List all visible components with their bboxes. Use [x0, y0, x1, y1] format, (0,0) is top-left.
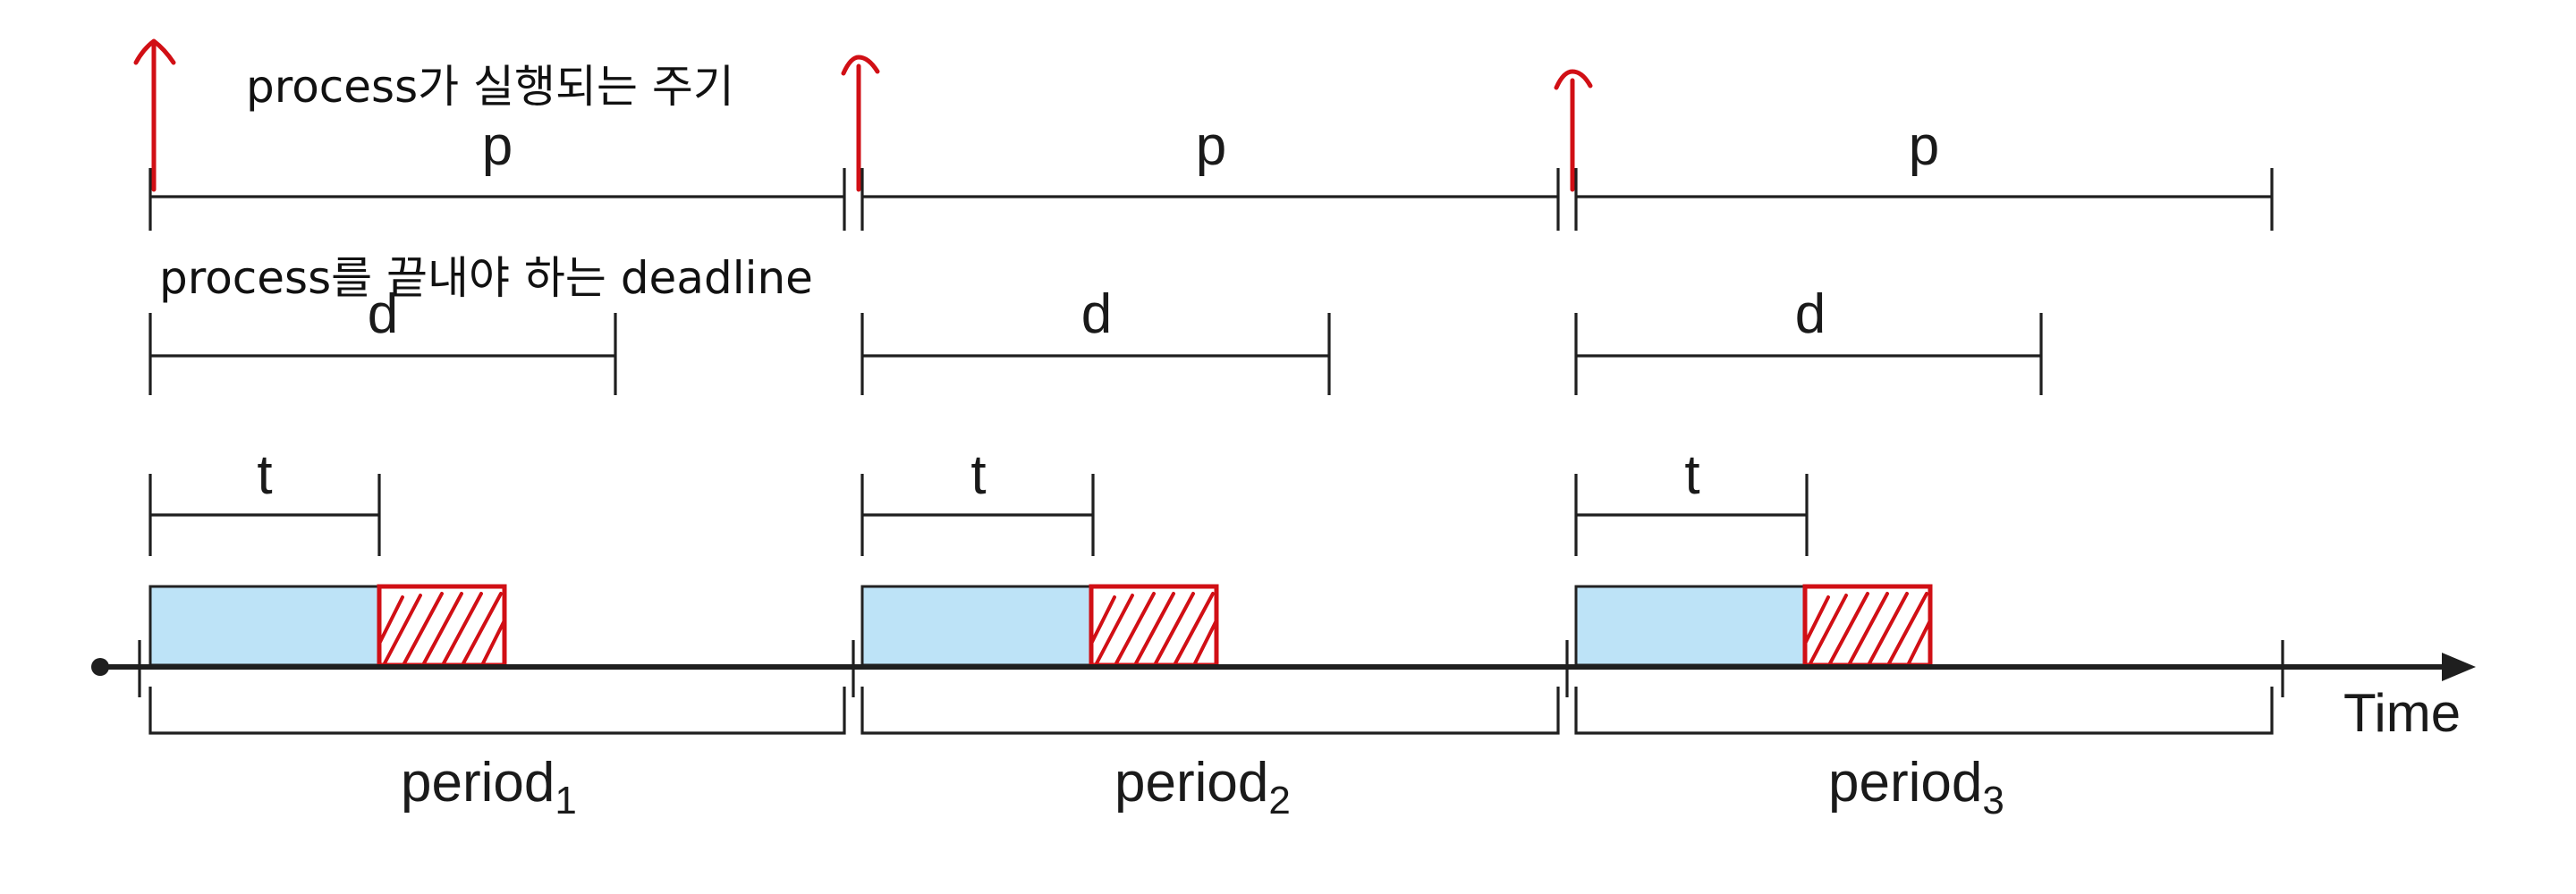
- deadline-annotation: process를 끝내야 하는 deadline: [159, 252, 813, 304]
- time-dimension-3: [1574, 474, 1809, 556]
- t-label-2: t: [970, 444, 986, 506]
- p-label-2: p: [1196, 115, 1226, 177]
- deadline-dimension-1: [148, 313, 617, 395]
- period-label-2: period2: [1114, 752, 1291, 822]
- t-label-3: t: [1684, 444, 1699, 506]
- arrival-arrow-1: [133, 38, 176, 192]
- axis-arrowhead: [2442, 653, 2476, 681]
- overrun-block-3: [1802, 584, 1933, 668]
- d-label-2: d: [1081, 283, 1112, 345]
- t-label-1: t: [257, 444, 272, 506]
- period-label-3-index: 3: [1982, 779, 2004, 822]
- time-axis: [91, 640, 2476, 697]
- overrun-block-1: [377, 584, 507, 668]
- time-dimension-1: [148, 474, 381, 556]
- arrival-arrow-3: [1554, 69, 1593, 192]
- execution-block-1: [148, 585, 381, 667]
- period-label-1: period1: [401, 752, 577, 822]
- period-label-3: period3: [1828, 752, 2004, 822]
- period-label-1-index: 1: [555, 779, 576, 822]
- period-label-2-base: period: [1114, 752, 1268, 814]
- period-dimension-1: [148, 168, 846, 231]
- p-label-1: p: [482, 115, 513, 177]
- period-bracket-3: [1574, 687, 2274, 735]
- period-dimension-2: [860, 168, 1560, 231]
- p-label-3: p: [1909, 115, 1939, 177]
- period-annotation: process가 실행되는 주기: [246, 61, 734, 113]
- period-bracket-2: [860, 687, 1560, 735]
- d-label-1: d: [368, 283, 398, 345]
- time-dimension-2: [860, 474, 1095, 556]
- overrun-block-2: [1089, 584, 1219, 668]
- period-bracket-1: [148, 687, 846, 735]
- d-label-3: d: [1795, 283, 1826, 345]
- deadline-dimension-3: [1574, 313, 2043, 395]
- period-dimension-3: [1574, 168, 2274, 231]
- deadline-dimension-2: [860, 313, 1331, 395]
- time-axis-label: Time: [2343, 683, 2461, 743]
- period-label-1-base: period: [401, 752, 555, 814]
- arrival-arrow-2: [841, 55, 880, 192]
- period-label-3-base: period: [1828, 752, 1982, 814]
- execution-block-2: [860, 585, 1093, 667]
- period-label-2-index: 2: [1268, 779, 1290, 822]
- execution-block-3: [1574, 585, 1807, 667]
